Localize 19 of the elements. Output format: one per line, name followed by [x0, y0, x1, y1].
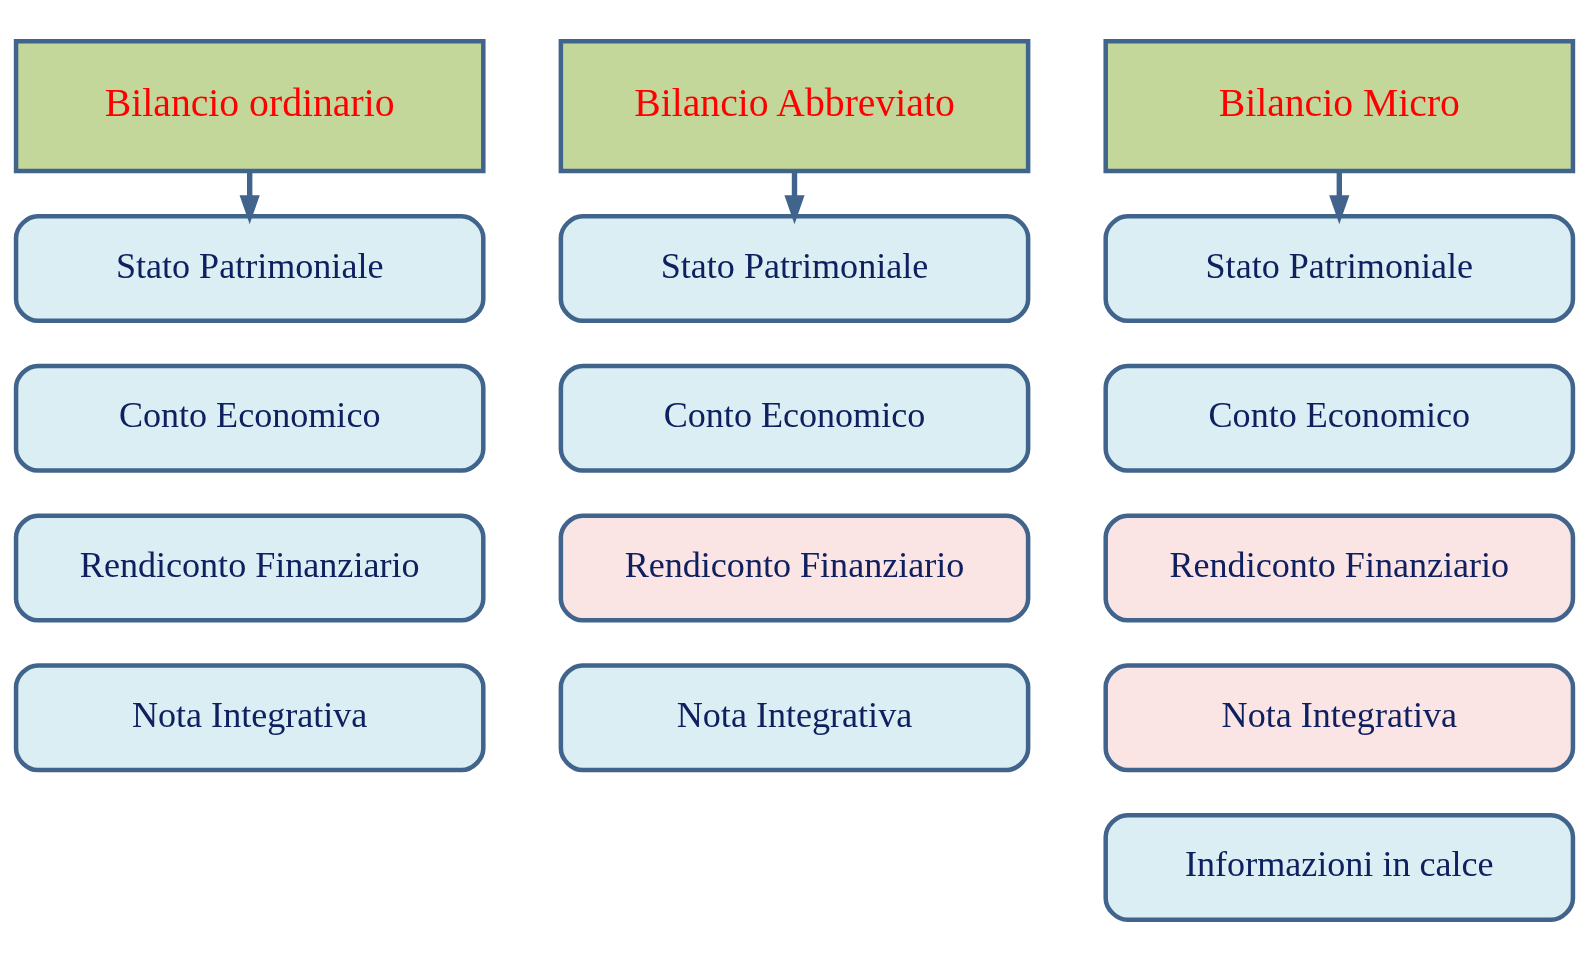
arrow	[1329, 170, 1350, 224]
node-box: Rendiconto Finanziario	[1103, 512, 1576, 623]
node-box: Conto Economico	[13, 363, 486, 473]
node-box: Nota Integrativa	[1103, 662, 1576, 772]
node-box: Bilancio Abbreviato	[558, 38, 1031, 173]
arrow	[784, 170, 805, 224]
node-box: Rendiconto Finanziario	[558, 512, 1031, 623]
node-box: Conto Economico	[1103, 363, 1576, 473]
node-box: Nota Integrativa	[558, 662, 1031, 772]
node-box: Stato Patrimoniale	[1103, 213, 1576, 323]
node-box: Informazioni in calce	[1103, 812, 1576, 922]
node-box: Nota Integrativa	[13, 662, 486, 772]
node-box: Rendiconto Finanziario	[13, 512, 486, 623]
node-box: Bilancio Micro	[1103, 38, 1576, 173]
node-box: Stato Patrimoniale	[13, 213, 486, 323]
arrow	[239, 170, 260, 224]
node-box: Bilancio ordinario	[13, 38, 486, 173]
node-box: Stato Patrimoniale	[558, 213, 1031, 323]
node-box: Conto Economico	[558, 363, 1031, 473]
